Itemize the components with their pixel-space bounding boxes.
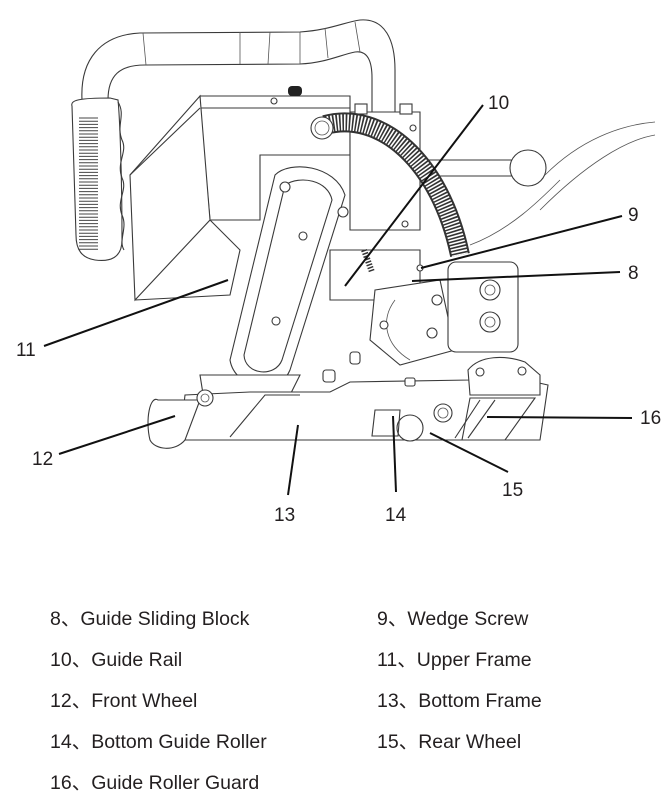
handle bbox=[81, 19, 396, 112]
leader-13 bbox=[287, 424, 299, 496]
machine-drawing bbox=[43, 19, 656, 496]
callout-14: 14 bbox=[385, 505, 407, 526]
callout-11: 11 bbox=[16, 340, 36, 361]
callout-13: 13 bbox=[274, 505, 296, 526]
leader-14 bbox=[392, 415, 397, 493]
upper-housing bbox=[129, 86, 351, 302]
leader-12 bbox=[58, 415, 176, 455]
leader-10 bbox=[344, 104, 484, 287]
wedge-mechanism bbox=[329, 248, 519, 366]
machine-diagram: 10 9 8 11 12 13 14 15 16 bbox=[16, 19, 662, 526]
leader-lines bbox=[43, 104, 633, 496]
legend-item-12: 12、Front Wheel bbox=[50, 690, 198, 712]
leader-9 bbox=[420, 215, 623, 269]
legend-item-15: 15、Rear Wheel bbox=[377, 731, 522, 753]
corrugated-hose bbox=[310, 112, 470, 258]
bottom-frame bbox=[147, 351, 549, 449]
legend-item-11: 11、Upper Frame bbox=[377, 649, 532, 671]
leader-15 bbox=[429, 432, 509, 473]
legend-item-13: 13、Bottom Frame bbox=[377, 690, 542, 712]
callout-8: 8 bbox=[628, 263, 639, 284]
leader-11 bbox=[43, 279, 229, 347]
callout-16: 16 bbox=[640, 408, 662, 429]
callout-9: 9 bbox=[628, 205, 639, 226]
callout-12: 12 bbox=[32, 449, 54, 470]
legend-item-10: 10、Guide Rail bbox=[50, 649, 183, 671]
leader-16 bbox=[486, 416, 633, 419]
callout-10: 10 bbox=[488, 93, 510, 114]
leader-8 bbox=[411, 271, 621, 282]
legend-item-8: 8、Guide Sliding Block bbox=[50, 608, 250, 630]
callout-15: 15 bbox=[502, 480, 524, 501]
legend-item-9: 9、Wedge Screw bbox=[377, 608, 529, 630]
swing-arm bbox=[229, 166, 349, 387]
grip bbox=[71, 97, 125, 262]
parts-legend: 8、Guide Sliding Block 9、Wedge Screw 10、G… bbox=[0, 600, 672, 793]
legend-item-16: 16、Guide Roller Guard bbox=[50, 772, 260, 794]
legend-item-14: 14、Bottom Guide Roller bbox=[50, 731, 267, 753]
